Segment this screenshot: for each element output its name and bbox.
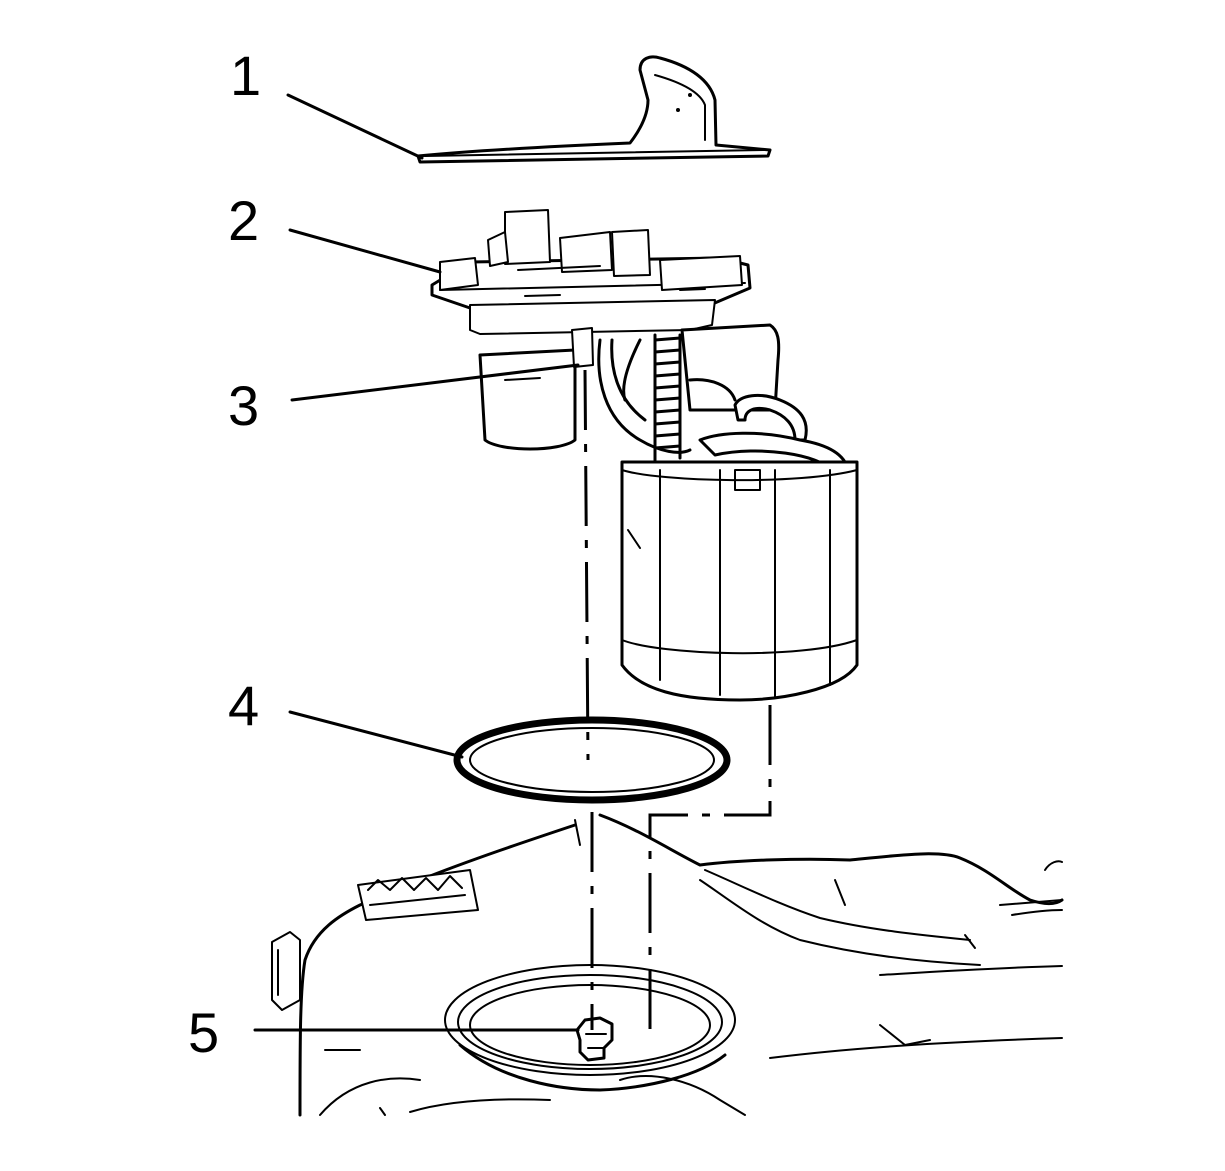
tank-clip-cluster <box>357 869 479 921</box>
module-flange <box>430 209 752 335</box>
leader-line-3 <box>290 363 580 402</box>
leader-line-1 <box>286 93 424 160</box>
cover-plate <box>416 55 772 164</box>
alignment-lines <box>583 369 772 1040</box>
tank-fitting <box>575 1016 614 1062</box>
seal-ring <box>453 716 731 804</box>
callout-5: 5 <box>188 1001 219 1064</box>
leader-line-4 <box>288 710 464 759</box>
callout-2: 2 <box>228 189 259 252</box>
callout-1: 1 <box>230 44 261 107</box>
pump-reservoir <box>478 323 859 702</box>
callout-4: 4 <box>228 674 259 737</box>
tank-connector-left <box>271 931 301 1011</box>
leader-line-2 <box>288 228 442 274</box>
leader-lines <box>253 93 580 1032</box>
callout-3: 3 <box>228 374 259 437</box>
callouts: 1 2 3 4 5 <box>188 44 261 1064</box>
fuel-tank <box>271 813 1064 1117</box>
